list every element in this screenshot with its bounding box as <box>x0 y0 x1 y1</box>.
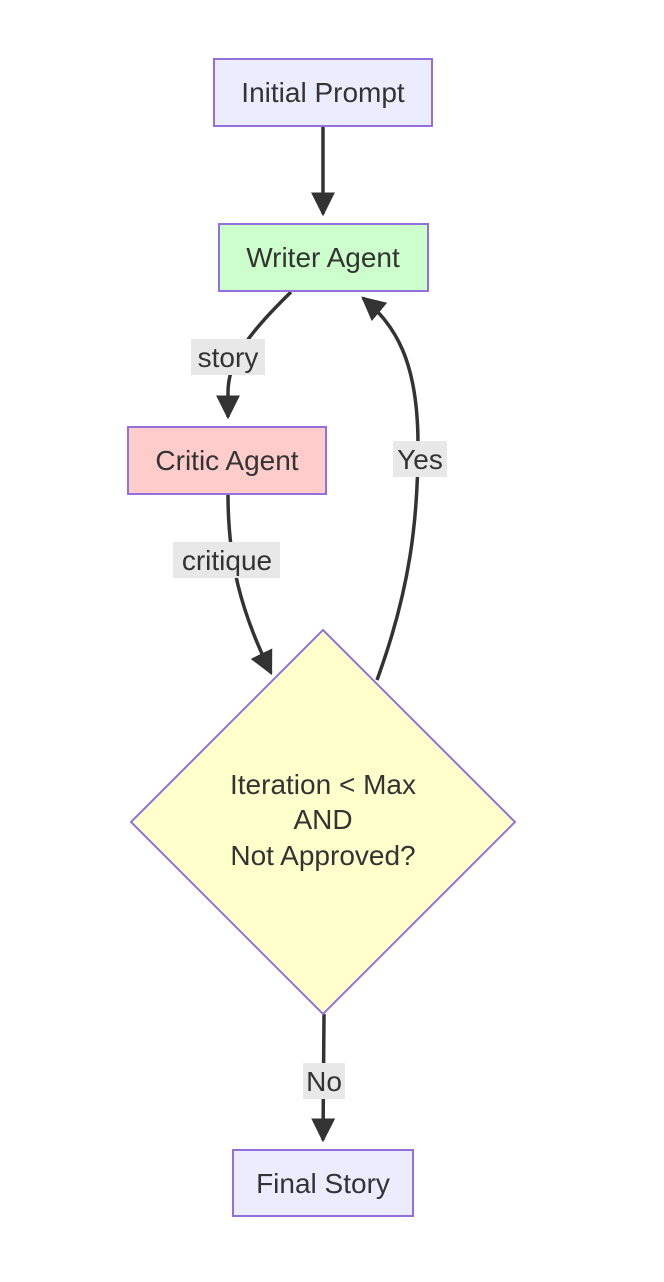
edge-label-no-text: No <box>306 1066 342 1097</box>
node-final-story: Final Story <box>232 1149 414 1217</box>
node-decision-line1: Iteration < Max <box>230 769 416 800</box>
node-critic-agent: Critic Agent <box>127 426 327 495</box>
node-critic-agent-label: Critic Agent <box>155 445 298 476</box>
node-writer-agent-label: Writer Agent <box>246 242 400 273</box>
edge-decision-to-writer-yes <box>361 296 420 681</box>
edge-label-yes-text: Yes <box>397 444 443 475</box>
node-decision: Iteration < Max AND Not Approved? <box>129 628 517 1016</box>
node-final-story-label: Final Story <box>256 1168 390 1199</box>
edge-label-yes: Yes <box>393 441 447 477</box>
node-decision-line3: Not Approved? <box>230 840 415 871</box>
node-initial-prompt-label: Initial Prompt <box>241 77 405 108</box>
edge-label-no: No <box>303 1063 345 1099</box>
edge-label-story: story <box>191 339 265 375</box>
edge-label-story-text: story <box>198 342 259 373</box>
edge-label-critique-text: critique <box>182 545 272 576</box>
node-initial-prompt: Initial Prompt <box>213 58 433 127</box>
node-writer-agent: Writer Agent <box>218 223 429 292</box>
edge-critic-to-decision <box>226 493 273 676</box>
node-decision-line2: AND <box>293 804 352 835</box>
edge-label-critique: critique <box>173 542 280 578</box>
